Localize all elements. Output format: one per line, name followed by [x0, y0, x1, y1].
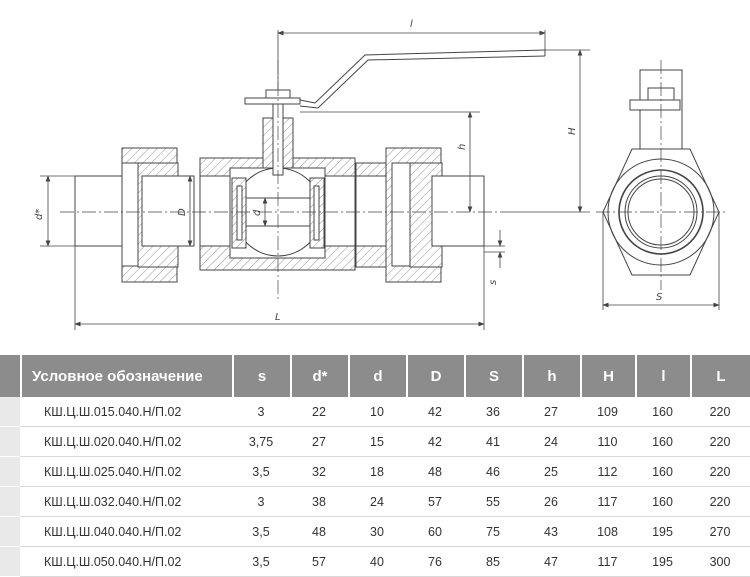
- dimension-lines: [40, 30, 590, 330]
- dim-label-S: S: [656, 292, 663, 303]
- table-cell: 47: [522, 547, 580, 577]
- valve-technical-drawing: l L H h d* D d s S: [34, 19, 728, 330]
- dim-label-D: D: [177, 208, 188, 216]
- table-cell: 108: [580, 517, 635, 547]
- header-stub: [0, 355, 20, 397]
- header-d: d: [348, 355, 406, 397]
- table-cell: 300: [690, 547, 750, 577]
- header-L: L: [690, 355, 750, 397]
- table-cell: 270: [690, 517, 750, 547]
- table-cell: 220: [690, 457, 750, 487]
- table-cell: 160: [635, 397, 690, 427]
- table-cell: 76: [406, 547, 464, 577]
- table-cell: 160: [635, 457, 690, 487]
- table-cell: 112: [580, 457, 635, 487]
- row-stub: [0, 397, 20, 427]
- dim-label-L: L: [275, 312, 281, 323]
- table-cell: 24: [522, 427, 580, 457]
- table-cell: 60: [406, 517, 464, 547]
- table-cell: 15: [348, 427, 406, 457]
- table-cell: 26: [522, 487, 580, 517]
- table-cell-designation: КШ.Ц.Ш.025.040.Н/П.02: [20, 457, 232, 487]
- table-cell: 160: [635, 427, 690, 457]
- table-cell: 57: [406, 487, 464, 517]
- table-cell: 117: [580, 547, 635, 577]
- dim-label-d-star: d*: [34, 209, 45, 220]
- table-cell-designation: КШ.Ц.Ш.032.040.Н/П.02: [20, 487, 232, 517]
- dim-label-s: s: [488, 280, 499, 285]
- table-cell: 220: [690, 397, 750, 427]
- row-stub: [0, 487, 20, 517]
- table-cell: 32: [290, 457, 348, 487]
- table-cell: 10: [348, 397, 406, 427]
- table-header-row: Условное обозначение s d* d D S h H l L: [0, 355, 750, 397]
- dim-label-h: h: [457, 144, 468, 150]
- table-cell: 36: [464, 397, 522, 427]
- row-stub: [0, 517, 20, 547]
- table-cell: 195: [635, 517, 690, 547]
- table-cell: 18: [348, 457, 406, 487]
- table-cell-designation: КШ.Ц.Ш.015.040.Н/П.02: [20, 397, 232, 427]
- table-cell: 160: [635, 487, 690, 517]
- table-cell: 220: [690, 427, 750, 457]
- table-cell: 43: [522, 517, 580, 547]
- row-stub: [0, 427, 20, 457]
- header-designation: Условное обозначение: [20, 355, 232, 397]
- row-stub: [0, 547, 20, 577]
- valve-section-view: [60, 49, 546, 300]
- header-D: D: [406, 355, 464, 397]
- table-cell: 22: [290, 397, 348, 427]
- table-cell-designation: КШ.Ц.Ш.020.040.Н/П.02: [20, 427, 232, 457]
- table-cell: 48: [290, 517, 348, 547]
- table-cell: 24: [348, 487, 406, 517]
- header-h: h: [522, 355, 580, 397]
- table-cell: 42: [406, 397, 464, 427]
- table-cell: 195: [635, 547, 690, 577]
- table-cell: 3: [232, 487, 290, 517]
- table-cell: 3,75: [232, 427, 290, 457]
- row-stub: [0, 457, 20, 487]
- table-cell: 57: [290, 547, 348, 577]
- header-d-star: d*: [290, 355, 348, 397]
- table-cell: 110: [580, 427, 635, 457]
- table-cell-designation: КШ.Ц.Ш.040.040.Н/П.02: [20, 517, 232, 547]
- table-cell: 3,5: [232, 457, 290, 487]
- dim-label-l: l: [410, 19, 413, 30]
- table-cell: 3: [232, 397, 290, 427]
- table-cell: 55: [464, 487, 522, 517]
- header-s: s: [232, 355, 290, 397]
- table-cell: 40: [348, 547, 406, 577]
- table-cell: 220: [690, 487, 750, 517]
- header-S: S: [464, 355, 522, 397]
- dim-label-H: H: [567, 127, 578, 135]
- table-cell: 30: [348, 517, 406, 547]
- table-cell: 75: [464, 517, 522, 547]
- valve-end-view: [596, 60, 728, 310]
- table-cell: 27: [522, 397, 580, 427]
- table-cell: 3,5: [232, 517, 290, 547]
- table-cell: 41: [464, 427, 522, 457]
- table-cell: 25: [522, 457, 580, 487]
- table-cell-designation: КШ.Ц.Ш.050.040.Н/П.02: [20, 547, 232, 577]
- table-cell: 38: [290, 487, 348, 517]
- table-cell: 27: [290, 427, 348, 457]
- dim-label-d: d: [252, 209, 263, 216]
- table-cell: 85: [464, 547, 522, 577]
- header-H: H: [580, 355, 635, 397]
- header-l: l: [635, 355, 690, 397]
- table-cell: 42: [406, 427, 464, 457]
- table-cell: 48: [406, 457, 464, 487]
- table-cell: 3,5: [232, 547, 290, 577]
- table-cell: 109: [580, 397, 635, 427]
- specs-table: Условное обозначение s d* d D S h H l L …: [0, 355, 750, 577]
- table-cell: 46: [464, 457, 522, 487]
- table-cell: 117: [580, 487, 635, 517]
